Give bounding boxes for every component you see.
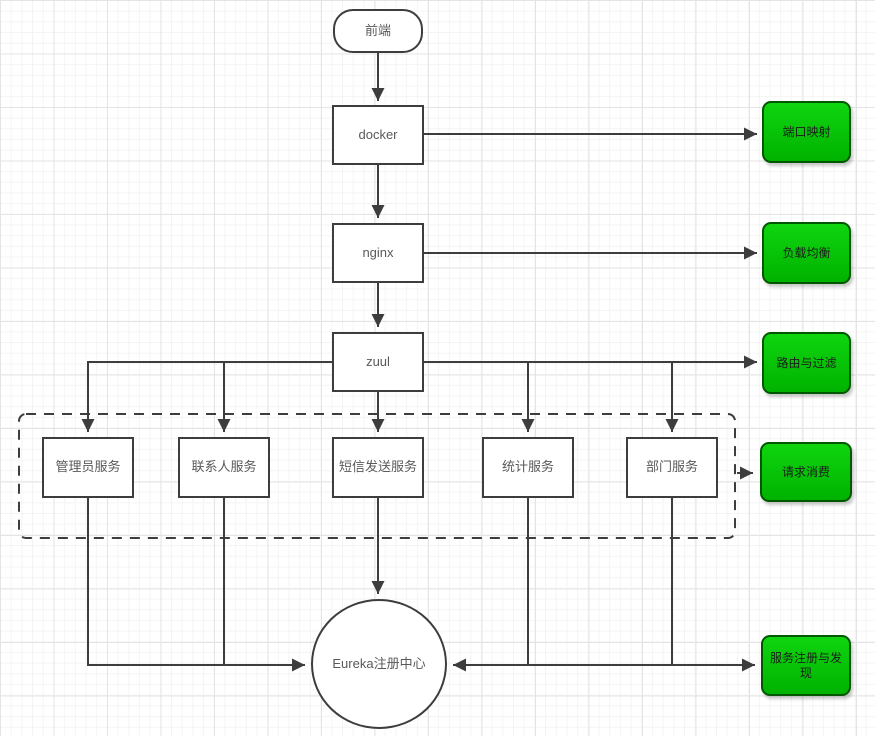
node-docker-label: docker	[358, 126, 398, 142]
node-frontend[interactable]: 前端	[333, 9, 423, 53]
node-nginx[interactable]: nginx	[332, 223, 424, 283]
node-stats-service-label: 统计服务	[501, 459, 554, 475]
node-admin-service-label: 管理员服务	[55, 459, 121, 475]
edge-admin-eureka	[87, 498, 305, 672]
node-route-filter[interactable]: 路由与过滤	[762, 332, 851, 394]
node-docker[interactable]: docker	[332, 105, 424, 165]
node-service-registry[interactable]: 服务注册与发现	[761, 635, 851, 696]
node-route-filter-label: 路由与过滤	[776, 355, 837, 370]
node-frontend-label: 前端	[364, 22, 391, 38]
node-contact-service[interactable]: 联系人服务	[178, 437, 270, 498]
node-load-balance-label: 负载均衡	[782, 245, 831, 260]
node-contact-service-label: 联系人服务	[191, 459, 257, 475]
node-stats-service[interactable]: 统计服务	[482, 437, 574, 498]
node-request-consume-label: 请求消费	[781, 464, 830, 479]
node-admin-service[interactable]: 管理员服务	[42, 437, 134, 498]
node-zuul-label: zuul	[366, 353, 390, 369]
node-nginx-label: nginx	[362, 244, 394, 260]
node-load-balance[interactable]: 负载均衡	[762, 222, 851, 284]
edge-zuul-admin-service	[81, 361, 332, 432]
node-zuul[interactable]: zuul	[332, 332, 424, 392]
node-eureka[interactable]: Eureka注册中心	[311, 599, 447, 729]
node-request-consume[interactable]: 请求消费	[760, 442, 852, 502]
node-port-mapping[interactable]: 端口映射	[762, 101, 851, 163]
node-sms-service-label: 短信发送服务	[338, 459, 417, 475]
node-dept-service[interactable]: 部门服务	[626, 437, 718, 498]
node-eureka-label: Eureka注册中心	[332, 655, 426, 671]
node-port-mapping-label: 端口映射	[782, 124, 831, 139]
node-service-registry-label: 服务注册与发现	[769, 650, 842, 680]
node-dept-service-label: 部门服务	[645, 459, 698, 475]
node-sms-service[interactable]: 短信发送服务	[332, 437, 424, 498]
